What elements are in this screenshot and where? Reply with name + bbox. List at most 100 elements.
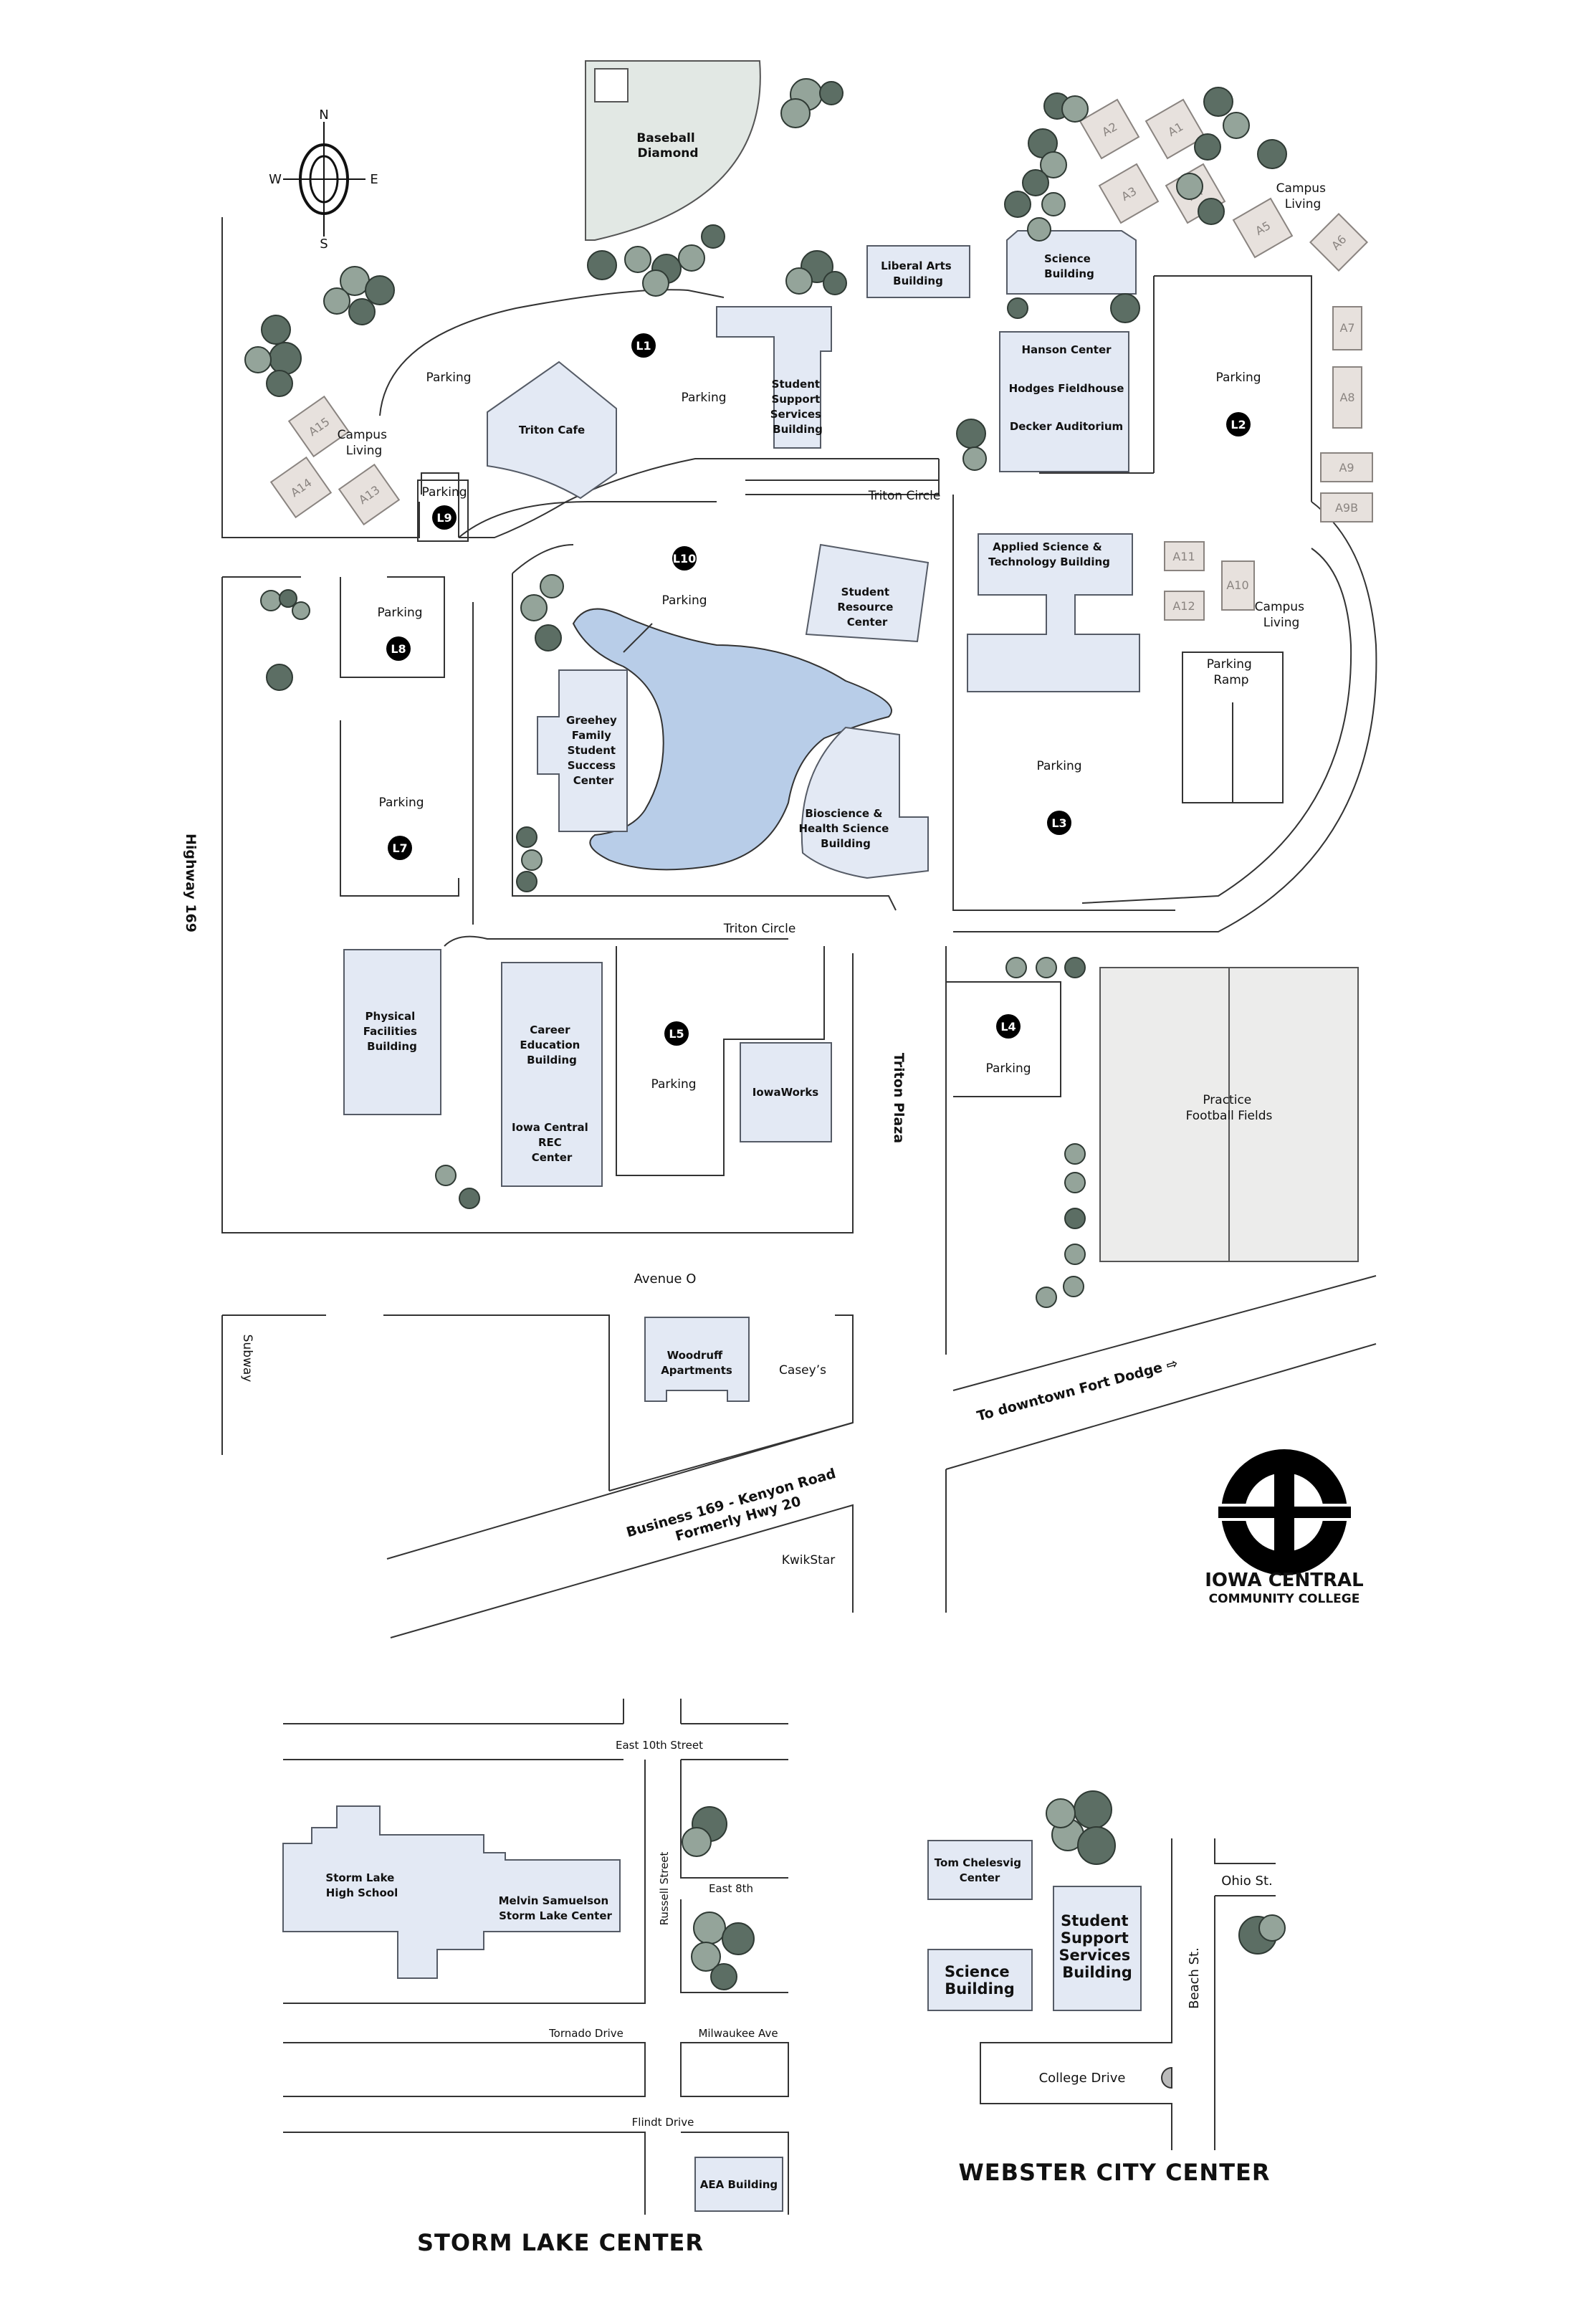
webster-science-building[interactable] bbox=[927, 1949, 1033, 2011]
label-physical-facilities: Physical Facilities Building bbox=[363, 1010, 421, 1053]
campus-lake bbox=[572, 608, 892, 871]
parking-label-l9: Parking bbox=[421, 485, 467, 500]
logo-line-1: IOWA CENTRAL bbox=[1205, 1570, 1364, 1591]
tree-icon bbox=[1238, 1914, 1286, 1955]
parking-label-l7: Parking bbox=[378, 796, 424, 810]
svg-text:L10: L10 bbox=[673, 552, 696, 565]
unit-a10[interactable]: A10 bbox=[1221, 560, 1255, 611]
tree-icon bbox=[1004, 92, 1089, 242]
storm-lake-title: STORM LAKE CENTER bbox=[417, 2229, 704, 2256]
baseball-diamond bbox=[585, 60, 761, 241]
liberal-arts-building[interactable] bbox=[866, 245, 970, 298]
tree-icon bbox=[682, 1806, 727, 1857]
label-avenue-o: Avenue O bbox=[634, 1271, 697, 1287]
compass-s: S bbox=[320, 237, 328, 252]
label-triton-circle-south: Triton Circle bbox=[723, 922, 796, 936]
unit-a5[interactable]: A5 bbox=[1232, 197, 1294, 259]
applied-science-technology-building[interactable] bbox=[967, 533, 1140, 692]
svg-text:A10: A10 bbox=[1226, 578, 1248, 592]
lot-marker-l3[interactable]: L3 bbox=[1047, 811, 1071, 835]
street-beach-st: Beach St. bbox=[1187, 1947, 1202, 2009]
tree-icon bbox=[691, 1912, 755, 1990]
label-career-education: Career Education Building bbox=[520, 1023, 583, 1066]
lot-marker-l1[interactable]: L1 bbox=[631, 333, 656, 358]
lot-marker-l4[interactable]: L4 bbox=[996, 1014, 1021, 1039]
lot-marker-l8[interactable]: L8 bbox=[386, 636, 411, 661]
street-milwaukee-ave: Milwaukee Ave bbox=[698, 2027, 778, 2040]
physical-facilities-building[interactable] bbox=[343, 949, 441, 1115]
student-resource-center[interactable] bbox=[805, 543, 930, 643]
label-to-downtown: To downtown Fort Dodge ⇨ bbox=[975, 1355, 1180, 1424]
unit-a7[interactable]: A7 bbox=[1332, 306, 1362, 350]
webster-student-support-building[interactable] bbox=[1053, 1886, 1142, 2011]
trees bbox=[244, 78, 1287, 1990]
svg-text:A8: A8 bbox=[1339, 391, 1354, 404]
svg-text:L7: L7 bbox=[392, 841, 407, 855]
lot-marker-l10[interactable]: L10 bbox=[672, 546, 697, 571]
unit-a8[interactable]: A8 bbox=[1332, 366, 1362, 429]
unit-a9[interactable]: A9 bbox=[1320, 452, 1373, 482]
tree-icon bbox=[244, 315, 302, 397]
storm-lake-inset: Storm Lake High School Melvin Samuelson … bbox=[282, 1699, 789, 2256]
label-hanson-center: Hanson Center bbox=[1021, 343, 1112, 356]
career-education-and-rec-center[interactable] bbox=[501, 962, 603, 1187]
label-caseys: Casey’s bbox=[779, 1363, 826, 1378]
label-parking-ramp: Parking Ramp bbox=[1207, 657, 1256, 687]
unit-a3[interactable]: A3 bbox=[1098, 163, 1160, 224]
label-samuelson-center: Melvin Samuelson Storm Lake Center bbox=[499, 1894, 613, 1922]
compass-n: N bbox=[319, 108, 328, 123]
tree-icon bbox=[520, 574, 564, 652]
student-support-services-building[interactable] bbox=[716, 306, 832, 449]
iowaworks-building[interactable] bbox=[740, 1042, 832, 1142]
campus-buildings: Liberal Arts Building Science Building H… bbox=[343, 230, 1284, 1402]
tree-icon bbox=[785, 250, 847, 295]
home-plate-box bbox=[594, 68, 629, 102]
parking-label-l1: Parking bbox=[681, 391, 726, 405]
label-greehey-center: Greehey Family Student Success Center bbox=[566, 714, 621, 787]
lot-marker-l7[interactable]: L7 bbox=[388, 836, 412, 860]
unit-a15[interactable]: A15 bbox=[287, 395, 350, 458]
hanson-hodges-decker-complex[interactable] bbox=[999, 331, 1129, 472]
lot-marker-l9[interactable]: L9 bbox=[432, 505, 457, 530]
storm-lake-high-school[interactable] bbox=[282, 1805, 621, 1979]
logo-line-2: COMMUNITY COLLEGE bbox=[1209, 1592, 1360, 1606]
parking-label-l3: Parking bbox=[1036, 759, 1081, 773]
svg-text:L8: L8 bbox=[391, 642, 406, 656]
unit-a6[interactable]: A6 bbox=[1309, 212, 1369, 272]
unit-a11[interactable]: A11 bbox=[1164, 541, 1205, 571]
unit-a2[interactable]: A2 bbox=[1079, 98, 1140, 160]
tree-icon bbox=[1046, 1790, 1116, 1865]
tree-icon bbox=[260, 589, 310, 691]
unit-a1[interactable]: A1 bbox=[1145, 98, 1206, 160]
parking-label-west: Parking bbox=[426, 371, 471, 385]
unit-a13[interactable]: A13 bbox=[338, 463, 401, 526]
webster-city-title: WEBSTER CITY CENTER bbox=[958, 2159, 1270, 2186]
label-business-169: Business 169 - Kenyon Road Formerly Hwy … bbox=[625, 1464, 847, 1557]
bioscience-health-science-building[interactable] bbox=[801, 726, 929, 879]
svg-text:A9B: A9B bbox=[1335, 501, 1358, 515]
lot-marker-l2[interactable]: L2 bbox=[1226, 412, 1251, 436]
greehey-family-student-success-center[interactable] bbox=[537, 669, 628, 832]
unit-a9b[interactable]: A9B bbox=[1320, 492, 1373, 522]
lot-marker-l5[interactable]: L5 bbox=[664, 1021, 689, 1046]
tom-chelesvig-center[interactable] bbox=[927, 1840, 1033, 1900]
label-iowaworks: IowaWorks bbox=[752, 1086, 819, 1099]
svg-text:L5: L5 bbox=[669, 1027, 684, 1041]
label-applied-science: Applied Science & Technology Building bbox=[988, 540, 1110, 568]
unit-a12[interactable]: A12 bbox=[1164, 591, 1205, 621]
label-highway-169: Highway 169 bbox=[183, 834, 199, 932]
tree-icon bbox=[587, 224, 725, 297]
woodruff-apartments[interactable] bbox=[644, 1317, 750, 1402]
label-kwikstar: KwikStar bbox=[782, 1553, 835, 1567]
unit-a14[interactable]: A14 bbox=[269, 456, 333, 519]
aea-building[interactable] bbox=[694, 2157, 783, 2212]
tree-icon bbox=[956, 419, 987, 471]
tree-icon bbox=[1036, 1143, 1086, 1308]
label-bioscience: Bioscience & Health Science Building bbox=[798, 807, 892, 850]
triton-cafe[interactable] bbox=[487, 361, 617, 500]
science-building[interactable] bbox=[1006, 230, 1137, 295]
label-student-resource: Student Resource Center bbox=[837, 586, 897, 629]
label-campus-living-west: Campus Living bbox=[338, 428, 391, 458]
street-tornado-drive: Tornado Drive bbox=[548, 2027, 623, 2040]
svg-text:A7: A7 bbox=[1339, 321, 1354, 335]
